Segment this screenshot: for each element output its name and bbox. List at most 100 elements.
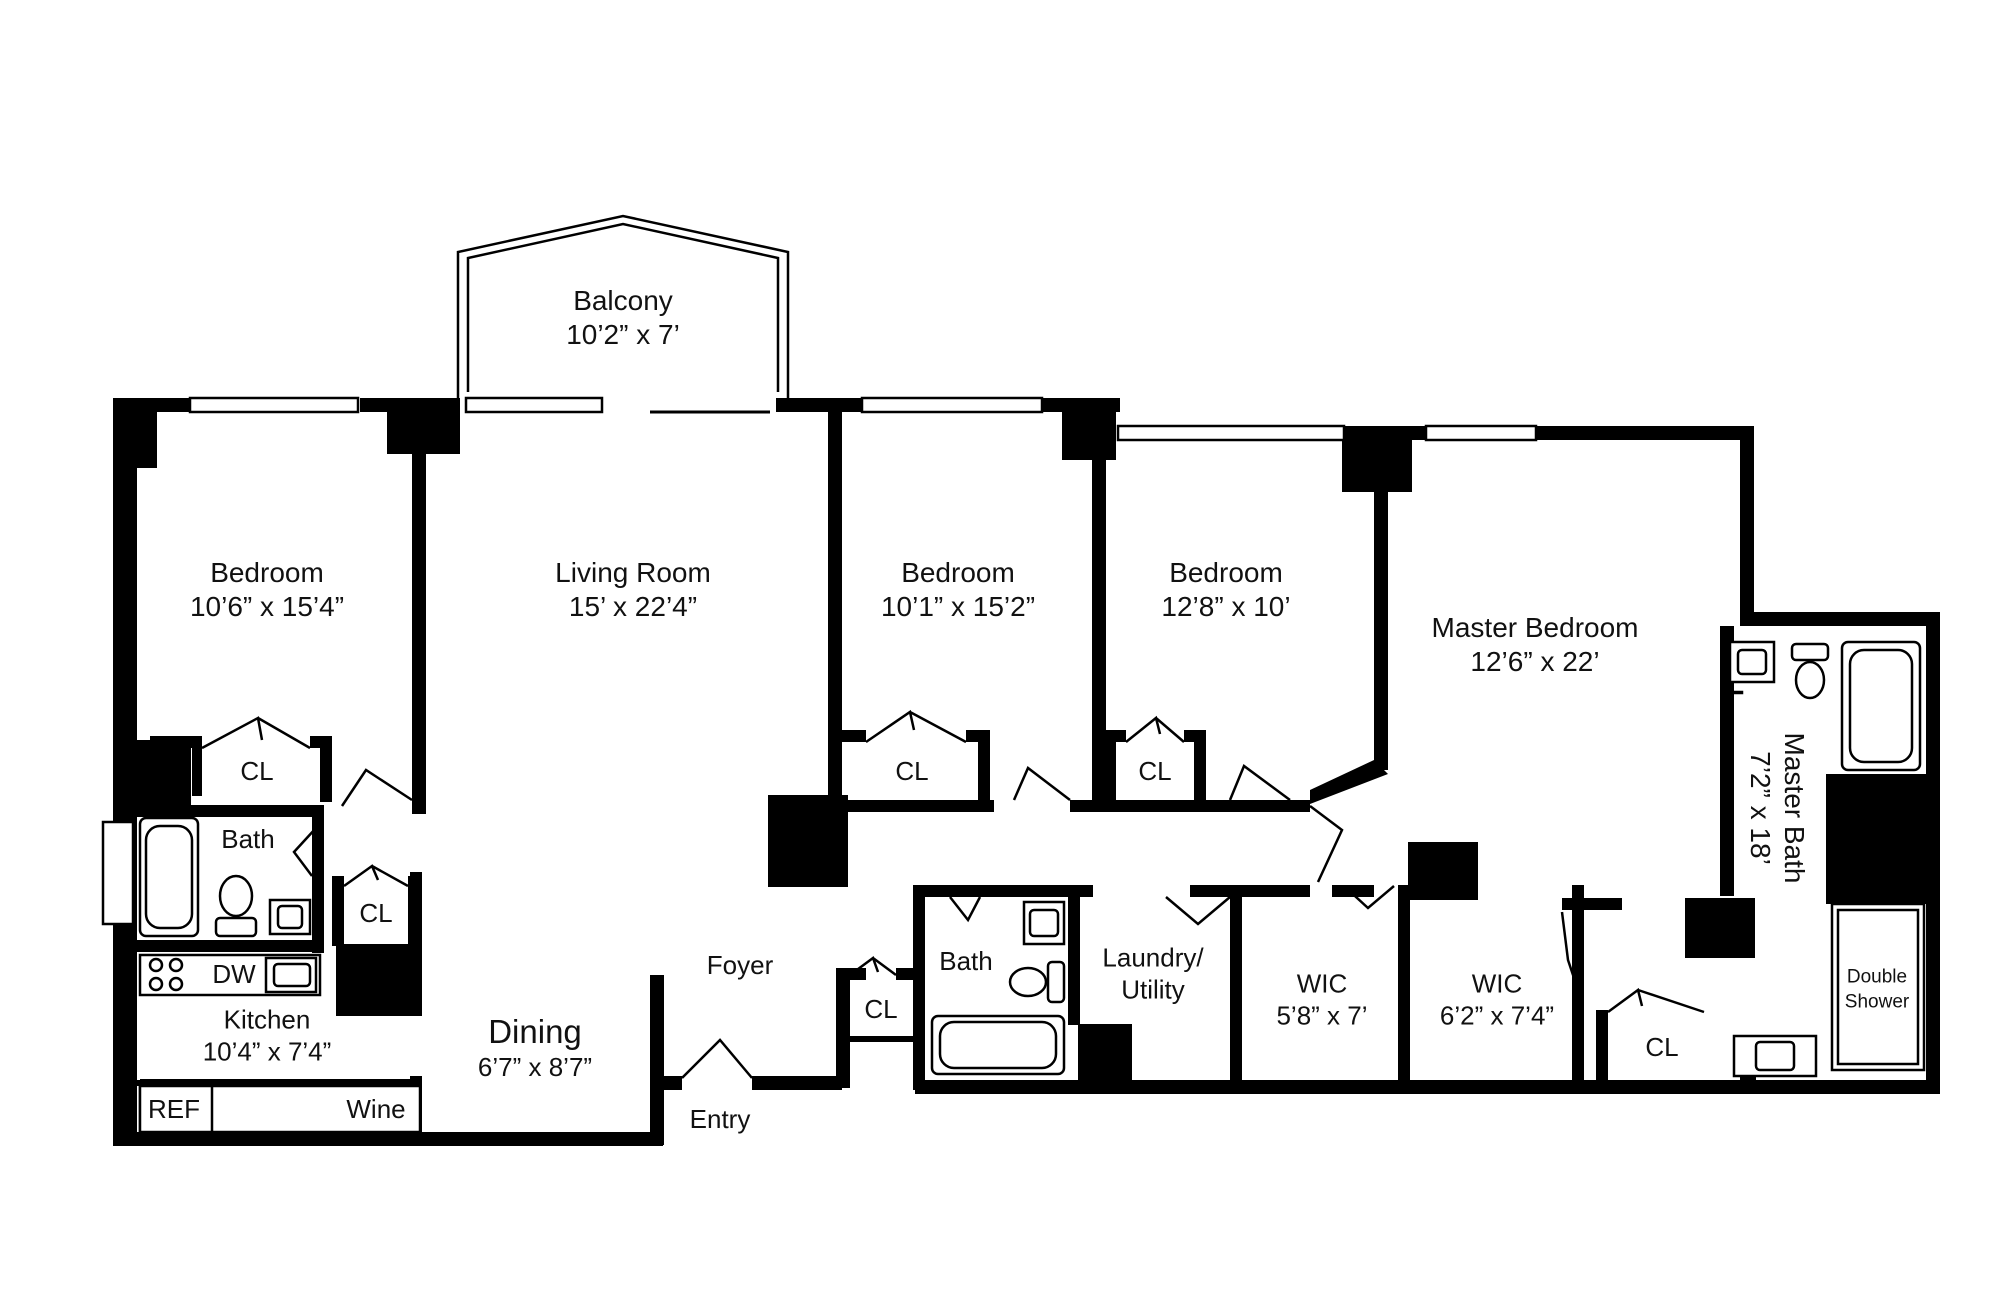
room-name: Balcony	[573, 284, 673, 316]
toilet-tank	[1790, 642, 1830, 662]
room-size: 6’2” x 7’4”	[1439, 1000, 1555, 1030]
entry-label: Entry	[690, 1104, 751, 1136]
closet-wall	[320, 736, 332, 802]
pier	[1342, 426, 1412, 492]
room-name-2: Utility	[1121, 974, 1185, 1004]
wine-label: Wine	[346, 1094, 406, 1125]
wall-int	[1596, 1010, 1608, 1092]
foyer-label: Foyer	[707, 950, 773, 982]
window	[1424, 424, 1538, 442]
pier	[113, 398, 157, 468]
closet-wall	[137, 736, 192, 748]
wall-int	[1374, 488, 1388, 770]
room-name: Entry	[689, 1104, 751, 1135]
wall-int	[842, 800, 994, 812]
room-name: WIC	[1471, 968, 1523, 999]
closet-label: CL	[240, 756, 274, 787]
wall-int	[836, 968, 850, 1088]
wall-int	[412, 454, 426, 814]
closet-door	[865, 709, 967, 744]
refrigerator	[138, 1084, 214, 1134]
closet-wall	[192, 736, 202, 796]
wall-top-mb	[1740, 426, 1754, 616]
dining-label: Dining 6’7” x 8’7”	[478, 1012, 592, 1084]
door-swing	[949, 896, 982, 923]
door-swing	[292, 827, 317, 877]
window	[1116, 424, 1346, 442]
pier	[1685, 898, 1755, 958]
door-swing	[1228, 764, 1291, 802]
wall-int	[1238, 885, 1296, 897]
wall-int	[828, 412, 842, 812]
wall-mb-step	[1740, 612, 1940, 626]
bedroom-2-label: Bedroom 10’1” x 15’2”	[881, 556, 1035, 624]
double-shower-label: Double Shower	[1845, 965, 1909, 1014]
door-swing	[1165, 896, 1231, 926]
closet-door	[201, 716, 311, 750]
balcony-outline	[456, 214, 790, 398]
sink-basin	[1754, 1040, 1796, 1072]
balcony-inner	[466, 222, 780, 392]
room-name: Kitchen	[223, 1004, 311, 1035]
closet-label: CL	[1645, 1032, 1679, 1063]
toilet	[218, 874, 254, 918]
room-size: 10’6” x 15’4”	[189, 591, 345, 622]
bedroom-3-label: Bedroom 12’8” x 10’	[1161, 556, 1290, 624]
wall-int	[836, 1036, 916, 1042]
room-name: Bath	[221, 824, 275, 855]
wall-int	[137, 1080, 417, 1086]
room-size: 5’8” x 7’	[1276, 1000, 1368, 1030]
sink-basin	[1736, 648, 1768, 676]
shower-word-2: Shower	[1844, 991, 1910, 1012]
room-size: 6’7” x 8’7”	[477, 1052, 593, 1083]
window	[860, 396, 1044, 414]
vanity	[1728, 690, 1744, 695]
room-size: 7’2” x 18’	[1745, 751, 1776, 865]
dishwasher-label: DW	[212, 959, 256, 990]
burner	[168, 957, 184, 973]
shower-inner	[1836, 908, 1920, 1066]
sink-basin	[1028, 908, 1060, 938]
wall-entry	[662, 1076, 682, 1090]
wall-int	[1408, 885, 1468, 897]
room-size: 12’6” x 22’	[1470, 646, 1600, 677]
wall-top-right-2	[1536, 426, 1746, 440]
wall-int	[1562, 898, 1622, 910]
door-swing	[340, 768, 413, 807]
closet-wall	[1194, 730, 1206, 800]
room-size: 15’ x 22’4”	[568, 591, 698, 622]
wall-int	[312, 805, 324, 953]
bathtub-inner	[144, 824, 194, 930]
sink-basin	[276, 904, 304, 930]
wall-int	[1068, 885, 1080, 1025]
window	[101, 820, 135, 926]
pier	[1826, 774, 1926, 904]
door-swing	[1309, 805, 1344, 883]
door-swing	[681, 1038, 753, 1079]
room-name: Bath	[939, 946, 993, 977]
bath-1-label: Bath	[221, 824, 275, 856]
closet-door	[1607, 987, 1705, 1014]
bathtub-inner	[938, 1020, 1058, 1070]
wall-int	[1398, 885, 1410, 1080]
wall-int	[913, 885, 925, 1090]
balcony-label: Balcony 10’2” x 7’	[566, 284, 680, 352]
wall-int	[1092, 454, 1106, 806]
wall-bottom-right	[915, 1080, 1940, 1094]
window	[464, 396, 604, 414]
closet-wall	[978, 730, 990, 800]
room-name: Master Bath	[1779, 732, 1811, 884]
shower-word-1: Double	[1846, 966, 1908, 988]
wall-angled	[1310, 760, 1388, 804]
room-name: Living Room	[555, 556, 711, 588]
master-bedroom-label: Master Bedroom 12’6” x 22’	[1432, 611, 1639, 679]
closet-label: CL	[359, 898, 393, 929]
room-name: Bedroom	[1169, 556, 1283, 588]
bath-2-label: Bath	[939, 946, 993, 978]
wic-1-label: WIC 5’8” x 7’	[1276, 968, 1367, 1031]
closet-wall	[408, 876, 422, 946]
wic-2-label: WIC 6’2” x 7’4”	[1440, 968, 1554, 1031]
room-name: Laundry/	[1102, 942, 1204, 973]
toilet	[1008, 966, 1048, 998]
